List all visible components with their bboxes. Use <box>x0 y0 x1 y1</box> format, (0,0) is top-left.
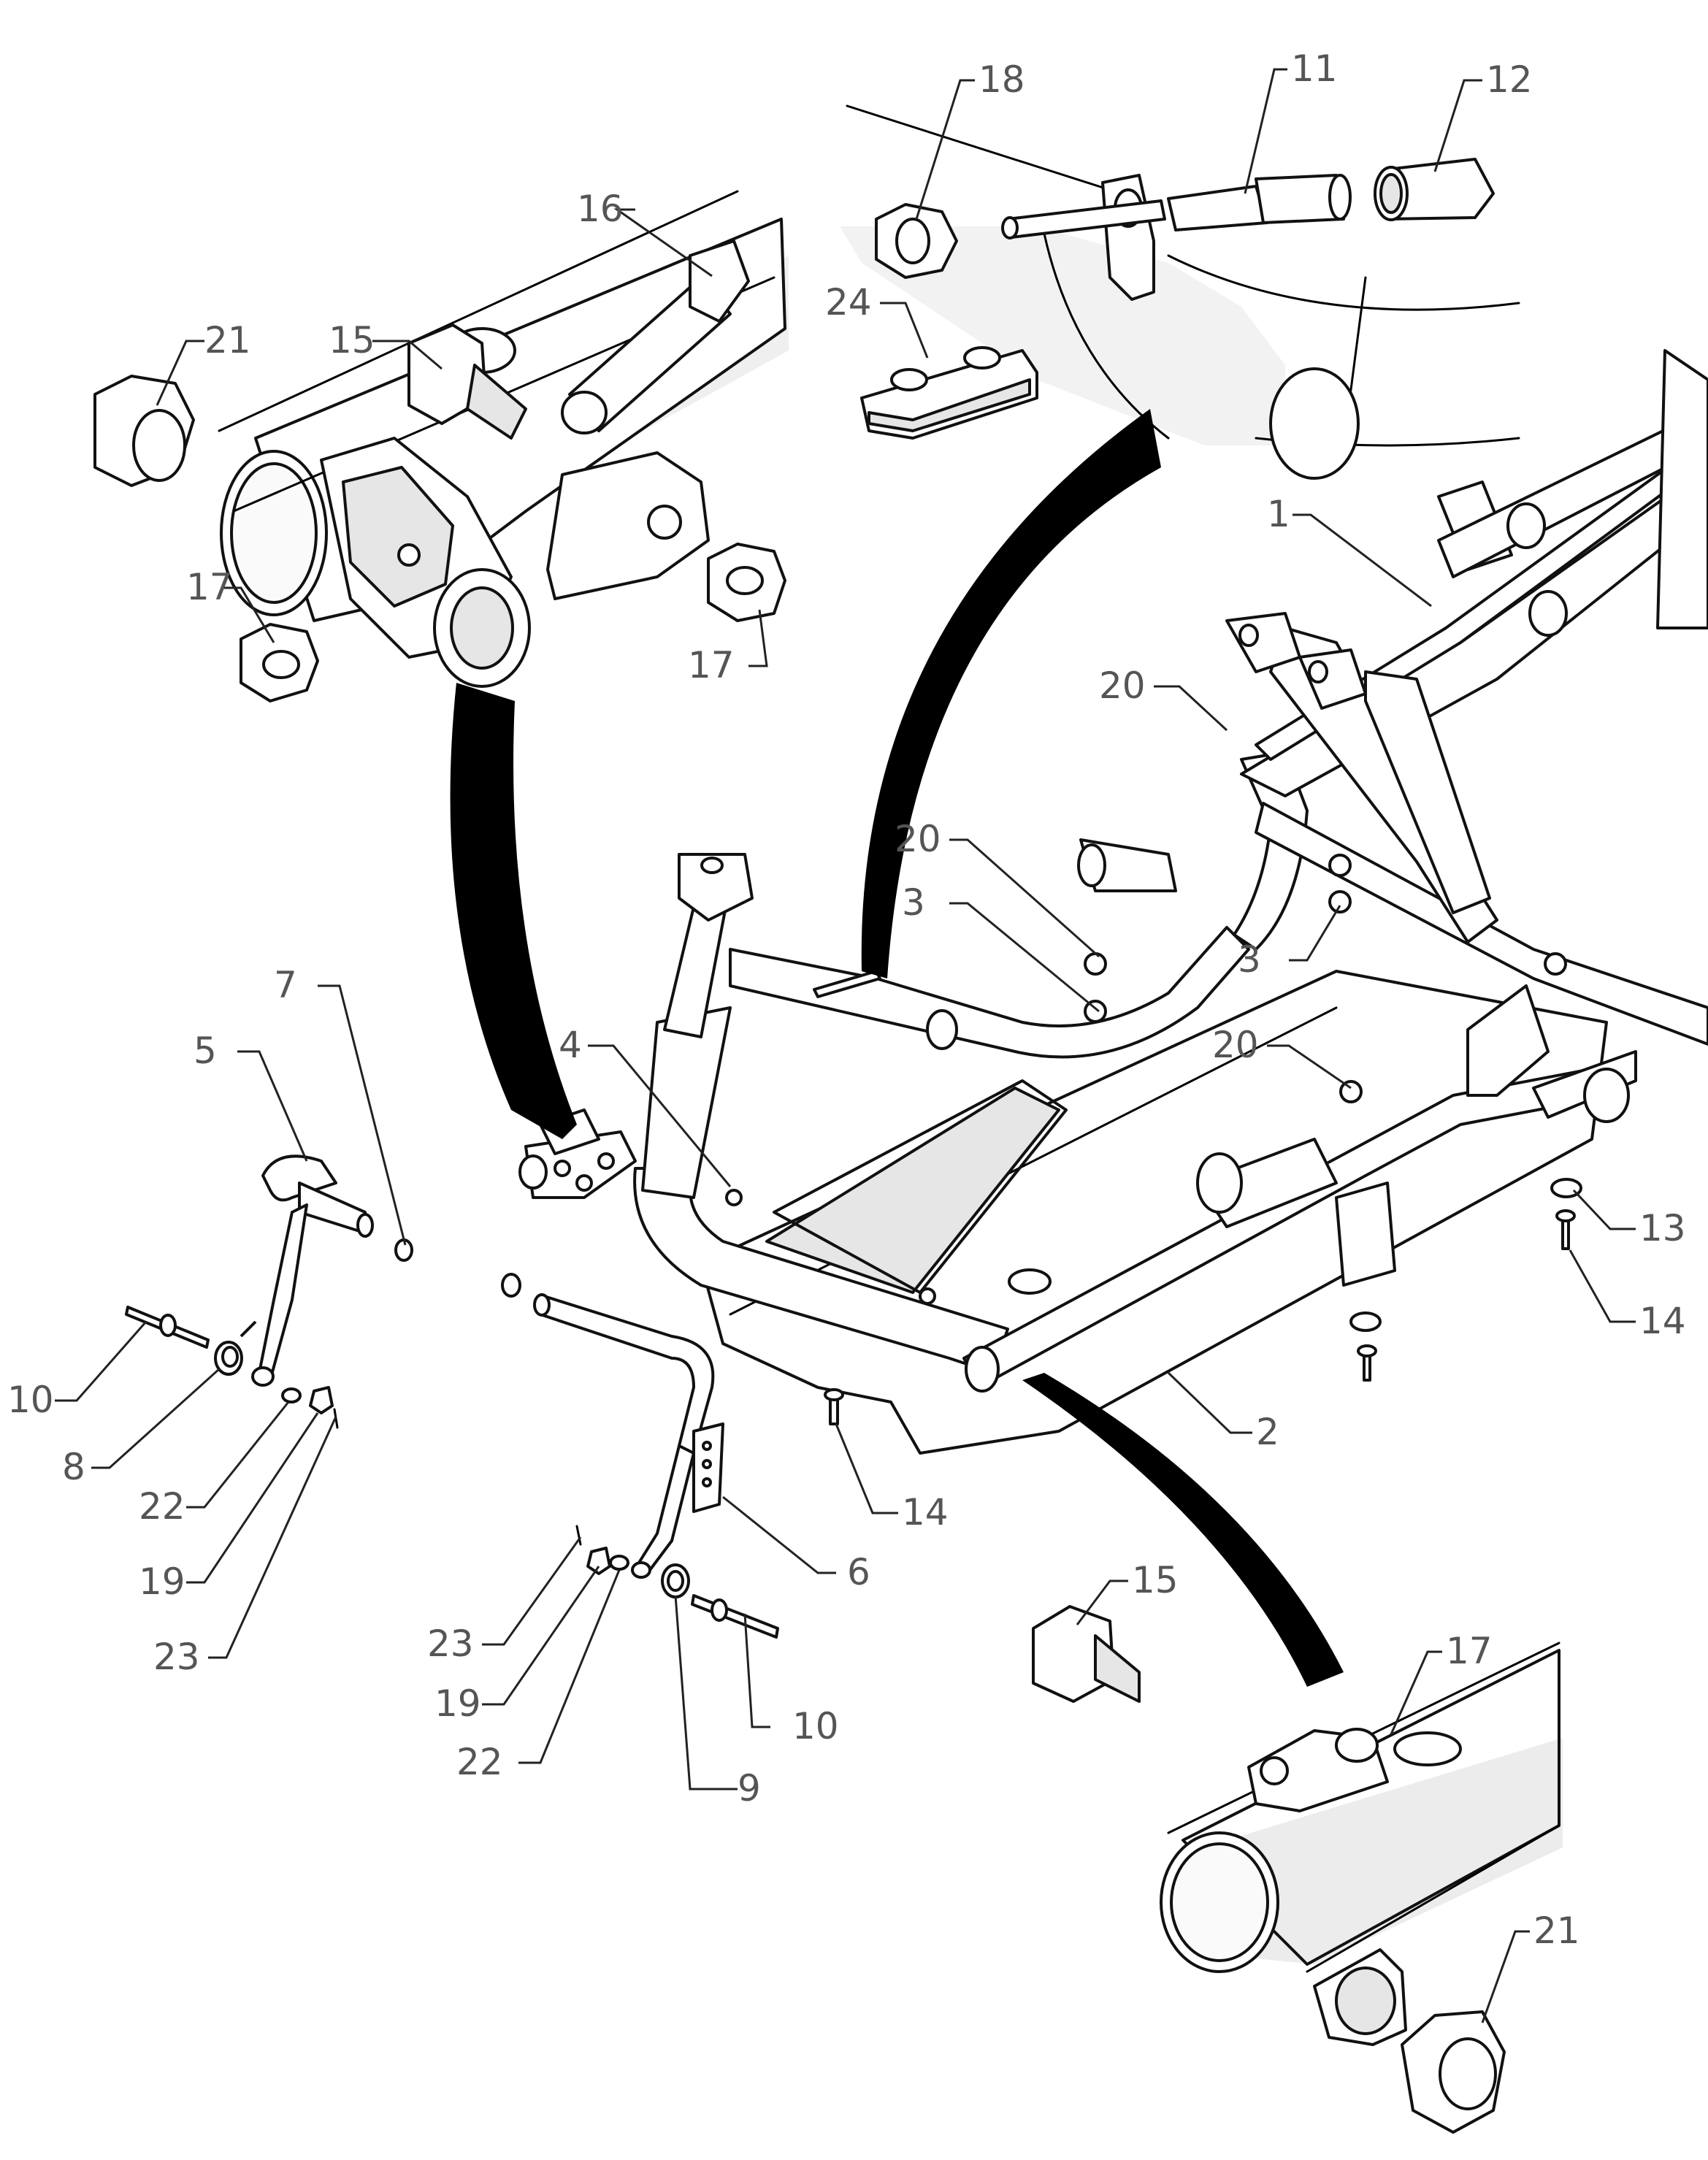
callout-17: 17 <box>186 566 233 608</box>
callout-15: 15 <box>1132 1559 1179 1601</box>
callout-18: 18 <box>979 58 1025 101</box>
callout-11: 11 <box>1291 47 1338 90</box>
callout-22: 22 <box>139 1485 185 1528</box>
callout-6: 6 <box>847 1551 870 1593</box>
callout-9: 9 <box>738 1767 761 1809</box>
callout-24: 24 <box>825 281 872 323</box>
detail-rear-axle-mount <box>1032 1605 1563 2134</box>
detail-steering-column-mount <box>840 104 1520 480</box>
callout-3: 3 <box>1238 938 1261 981</box>
brake-pedal-assembly <box>125 1154 413 1429</box>
callout-1: 1 <box>1267 493 1290 535</box>
callout-15: 15 <box>329 319 375 361</box>
callout-5: 5 <box>194 1030 217 1072</box>
detail-arrows <box>450 409 1344 1687</box>
callout-20: 20 <box>1212 1024 1259 1066</box>
detail-front-left-hub <box>93 190 789 702</box>
callout-10: 10 <box>7 1379 54 1421</box>
throttle-pedal-assembly <box>501 1273 779 1639</box>
callout-21: 21 <box>1533 1910 1580 1952</box>
callout-16: 16 <box>577 188 624 230</box>
callout-3: 3 <box>902 881 925 924</box>
callout-23: 23 <box>427 1623 474 1665</box>
callout-10: 10 <box>792 1705 839 1747</box>
callout-22: 22 <box>456 1741 503 1783</box>
callout-leaders <box>55 68 1636 2023</box>
callout-20: 20 <box>1099 665 1146 707</box>
callout-17: 17 <box>1446 1630 1493 1672</box>
callout-13: 13 <box>1639 1207 1686 1249</box>
callout-2: 2 <box>1256 1411 1279 1453</box>
callout-labels: 16 15 21 17 17 18 11 12 24 1 20 20 3 3 2… <box>7 47 1686 1952</box>
callout-21: 21 <box>204 319 251 361</box>
callout-12: 12 <box>1486 58 1533 101</box>
callout-14: 14 <box>1639 1300 1686 1342</box>
callout-19: 19 <box>434 1682 481 1725</box>
callout-4: 4 <box>559 1024 582 1066</box>
callout-17: 17 <box>688 644 735 686</box>
callout-20: 20 <box>895 818 941 860</box>
callout-7: 7 <box>274 964 297 1006</box>
callout-23: 23 <box>153 1636 200 1678</box>
callout-14: 14 <box>902 1491 949 1533</box>
callout-19: 19 <box>139 1560 185 1603</box>
callout-8: 8 <box>62 1446 85 1488</box>
kart-frame-assembly <box>518 349 1708 1455</box>
